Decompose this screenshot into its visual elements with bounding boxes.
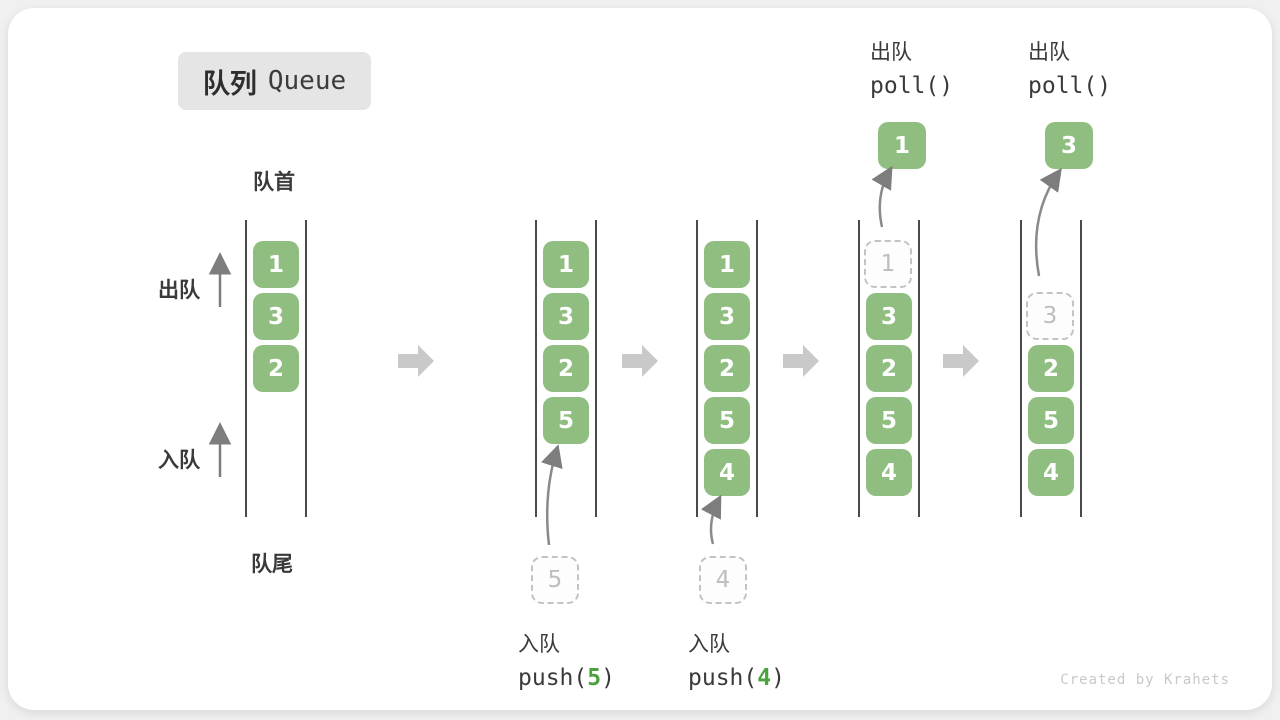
poll2-arrow (1034, 167, 1062, 277)
queue2-slot: 5 (543, 397, 589, 444)
push5-arg: 5 (587, 665, 602, 691)
queue1-right-rail (305, 220, 307, 517)
push4-arg: 4 (757, 665, 772, 691)
push4-code: push(4) (688, 665, 785, 691)
queue2-slot: 1 (543, 241, 589, 288)
queue5-left-rail (1020, 220, 1022, 517)
push4-action: 入队 (688, 632, 730, 656)
state-transition-arrow-3 (783, 345, 819, 377)
push5-operation-label: 入队 push(5) (518, 628, 615, 691)
queue3-right-rail (756, 220, 758, 517)
queue4-removed-slot: 1 (864, 240, 912, 288)
queue3-slot: 4 (704, 449, 750, 496)
queue3-slot: 3 (704, 293, 750, 340)
push5-action: 入队 (518, 632, 560, 656)
queue5-slot: 5 (1028, 397, 1074, 444)
title-english: Queue (267, 66, 347, 96)
queue5-right-rail (1080, 220, 1082, 517)
queue1-left-rail (245, 220, 247, 517)
queue3-left-rail (696, 220, 698, 517)
queue2-slot: 3 (543, 293, 589, 340)
queue2-left-rail (535, 220, 537, 517)
arrows-overlay (208, 165, 1062, 546)
queue5-slot: 4 (1028, 449, 1074, 496)
queue4-slot: 2 (866, 345, 912, 392)
push4-arrow (700, 494, 722, 545)
queue3-slot: 2 (704, 345, 750, 392)
poll1-operation-label: 出队 poll() (870, 36, 953, 99)
queue5-removed-slot: 3 (1026, 292, 1074, 340)
poll2-code: poll() (1028, 73, 1112, 99)
enqueue-side-label: 入队 (158, 448, 200, 472)
queue3-slot: 1 (704, 241, 750, 288)
queue-front-label: 队首 (253, 170, 295, 194)
poll2-operation-label: 出队 poll() (1028, 36, 1111, 99)
queue4-slot: 3 (866, 293, 912, 340)
queue2-incoming-element: 5 (531, 556, 579, 604)
title-badge: 队列 Queue (178, 52, 371, 110)
push5-arrow (541, 444, 563, 546)
watermark: Created by Krahets (1060, 672, 1230, 688)
queue5-slot: 2 (1028, 345, 1074, 392)
dequeue-side-label: 出队 (158, 278, 200, 302)
push4-operation-label: 入队 push(4) (688, 628, 785, 691)
queue3-incoming-element: 4 (699, 556, 747, 604)
poll1-arrow (871, 165, 893, 228)
poll2-action: 出队 (1028, 40, 1070, 64)
queue2-slot: 2 (543, 345, 589, 392)
title-chinese: 队列 (202, 68, 257, 100)
queue1-slot: 1 (253, 241, 299, 288)
poll1-code: poll() (870, 73, 954, 99)
state-transition-arrow-1 (398, 345, 434, 377)
push5-code: push(5) (518, 665, 615, 691)
state-transition-arrow-4 (943, 345, 979, 377)
queue3-slot: 5 (704, 397, 750, 444)
diagram-canvas: 队列 Queue 队首 队尾 出队 入队 1 3 2 1 3 2 5 5 入队 … (8, 8, 1272, 710)
queue4-popped-element: 1 (878, 122, 926, 169)
queue2-right-rail (595, 220, 597, 517)
queue4-slot: 5 (866, 397, 912, 444)
poll1-action: 出队 (870, 40, 912, 64)
state-transition-arrow-2 (622, 345, 658, 377)
queue-rear-label: 队尾 (251, 552, 293, 576)
queue5-popped-element: 3 (1045, 122, 1093, 169)
queue1-slot: 2 (253, 345, 299, 392)
queue1-slot: 3 (253, 293, 299, 340)
queue4-left-rail (858, 220, 860, 517)
queue4-right-rail (918, 220, 920, 517)
queue4-slot: 4 (866, 449, 912, 496)
